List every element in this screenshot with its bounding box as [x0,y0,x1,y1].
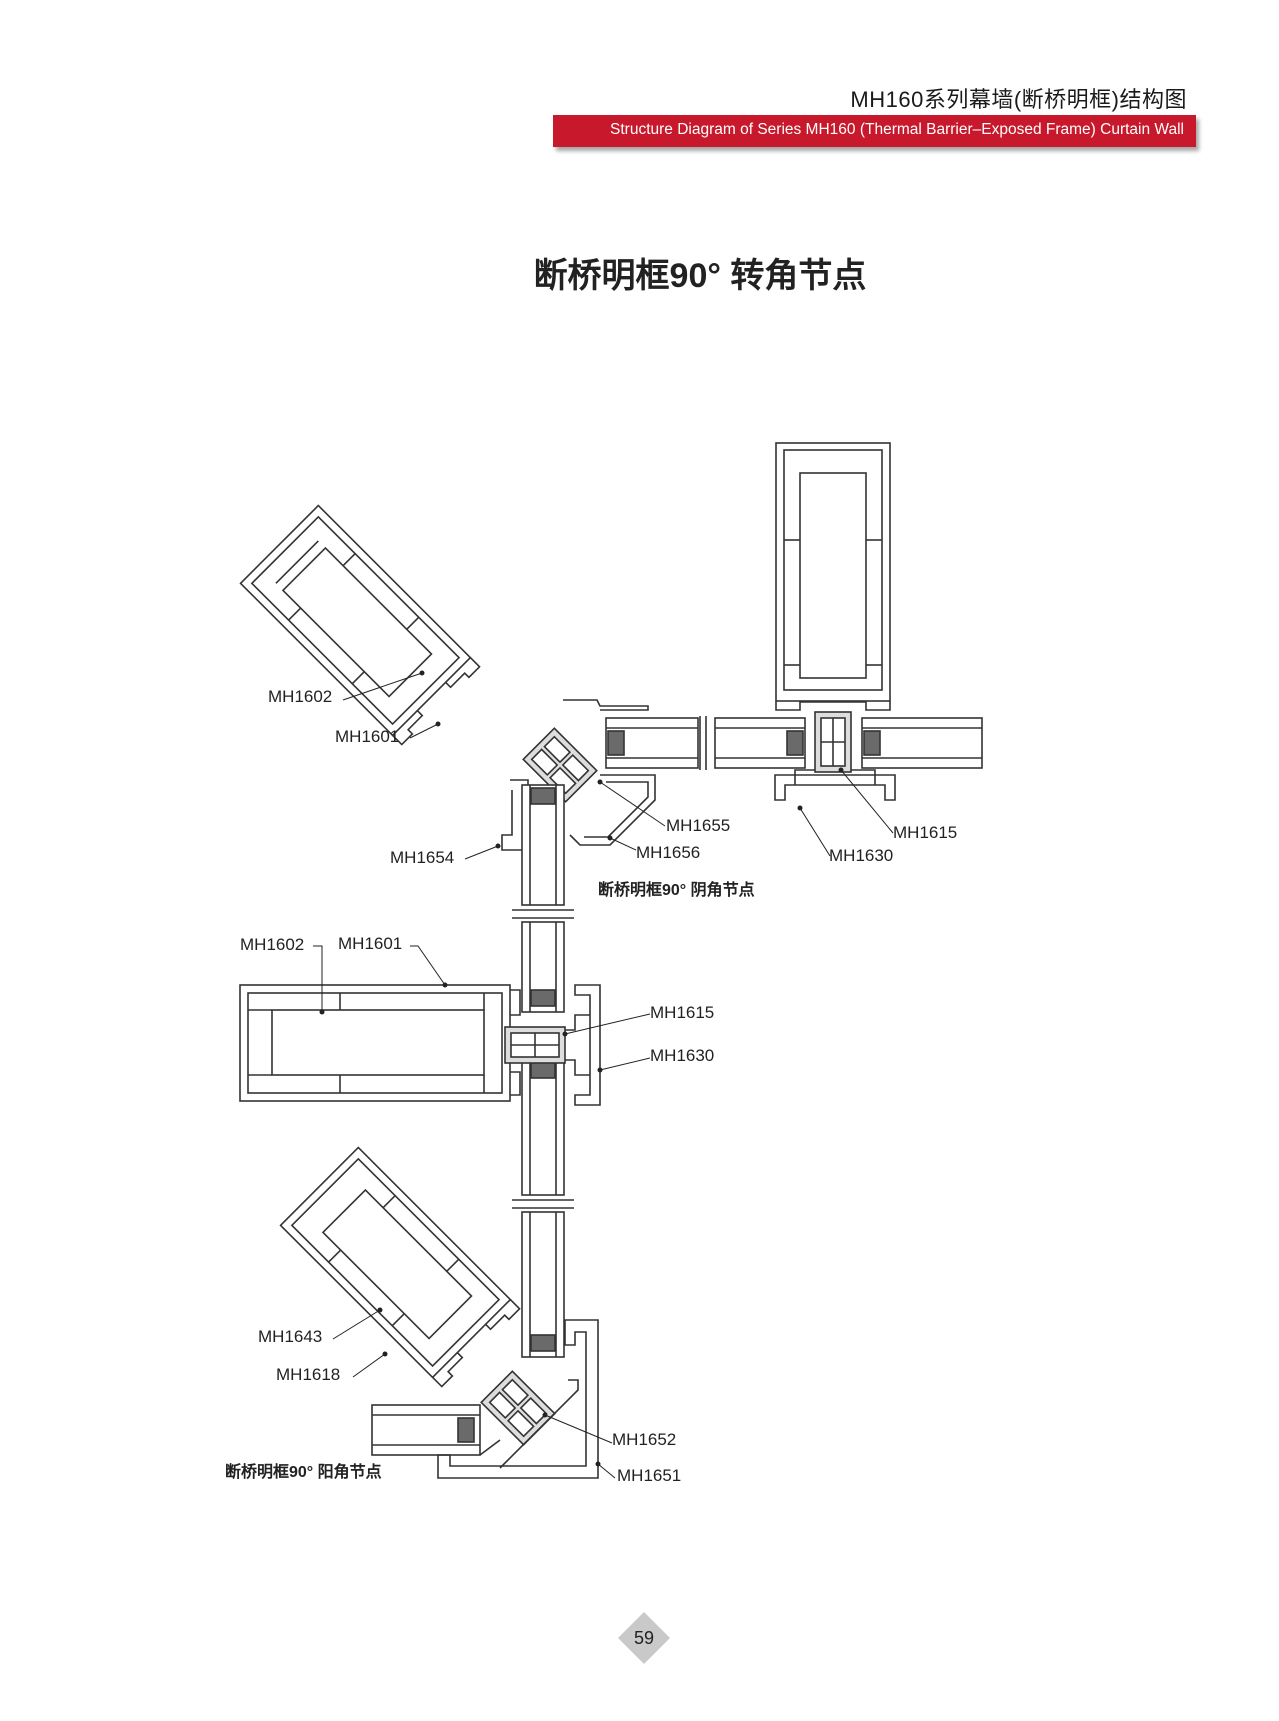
label-mh1655: MH1655 [666,816,731,835]
page-number: 59 [633,1628,655,1648]
header-banner: Structure Diagram of Series MH160 (Therm… [553,115,1196,147]
label-mh1630-right: MH1630 [829,846,894,865]
horizontal-mullion-middle [239,984,521,1102]
label-mh1601-mid: MH1601 [338,934,403,953]
outer-corner-break [480,1370,556,1446]
caption-outer-corner: 断桥明框90° 阳角节点 [225,1464,382,1481]
label-mh1630-mid: MH1630 [650,1046,715,1065]
top-glass-arm [563,699,649,711]
label-mh1643: MH1643 [258,1327,323,1346]
header-subtitle: Structure Diagram of Series MH160 (Therm… [610,121,1184,138]
header-title: MH160系列幕墙(断桥明框)结构图 [850,87,1187,112]
label-mh1615-right: MH1615 [893,823,958,842]
rotated-mullion-top [239,504,481,746]
page-number-badge: 59 [616,1610,672,1666]
label-mh1651: MH1651 [617,1466,682,1485]
page-number-diamond-icon [618,1612,670,1664]
label-mh1654: MH1654 [390,848,455,867]
outer-corner-cover [437,1319,599,1479]
label-mh1601-top: MH1601 [335,727,400,746]
page-title: 断桥明框90° 转角节点 [533,257,867,295]
label-mh1615-mid: MH1615 [650,1003,715,1022]
caption-inner-corner: 断桥明框90° 阴角节点 [598,882,755,899]
label-mh1602-top: MH1602 [268,687,333,706]
vertical-glass-column [512,784,574,1358]
label-mh1602-mid: MH1602 [240,935,305,954]
inner-corner-cover [569,774,656,846]
label-mh1618: MH1618 [276,1365,341,1384]
rotated-mullion-bottom [279,1146,521,1388]
right-pressure-plate [774,774,896,801]
label-mh1656: MH1656 [636,843,701,862]
inner-corner-break [522,727,598,803]
middle-pressure-plate [574,984,601,1106]
vertical-mullion-top-right [775,442,891,711]
label-mh1652: MH1652 [612,1430,677,1449]
